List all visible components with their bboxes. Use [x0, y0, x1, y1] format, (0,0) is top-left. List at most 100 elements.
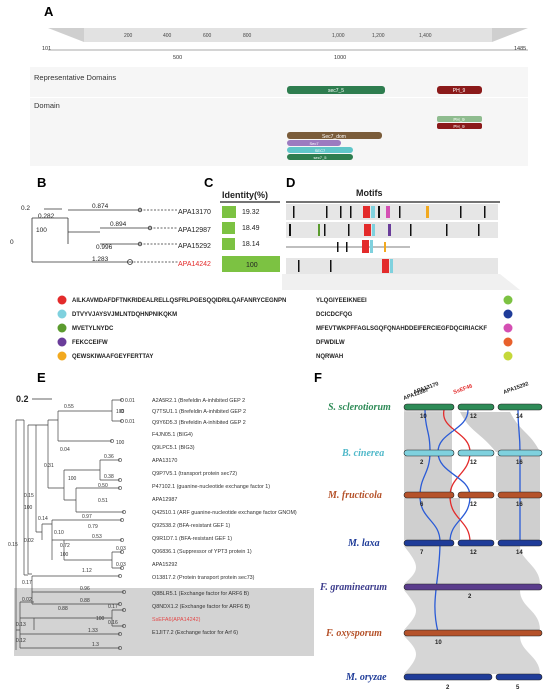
chromosome	[495, 673, 543, 681]
branch-value: 0.51	[98, 498, 108, 504]
motif-mark	[390, 259, 393, 273]
legend-swatch	[503, 295, 513, 305]
leaf-node	[120, 566, 124, 570]
branch-value: 100	[68, 476, 77, 482]
branch-value: 0.03	[116, 546, 126, 552]
motif-mark	[446, 224, 448, 236]
taxon-label: APA13170	[152, 458, 177, 464]
taxon-label-highlight: APA14242	[178, 261, 211, 268]
ruler-tick: 200	[124, 33, 133, 39]
species-label: S. sclerotiorum	[328, 402, 391, 413]
motif-mark	[372, 224, 375, 236]
domain-sec7-b	[287, 154, 353, 160]
tree-branches-big	[27, 399, 122, 574]
motif-mark	[426, 206, 429, 218]
motif-mark	[410, 224, 412, 236]
panel-e-tree	[15, 399, 124, 650]
tree-branches-sup	[28, 573, 124, 605]
panel-f-label: F	[314, 370, 322, 385]
motif-mark	[318, 224, 320, 236]
legend-swatch	[57, 323, 67, 333]
leaf-node	[120, 409, 124, 413]
branch-value: 0.01	[125, 398, 135, 404]
leaf-node	[120, 419, 124, 423]
domain-label: sec7_5	[314, 155, 328, 160]
panel-e-label: E	[37, 370, 46, 385]
domain-sec7-dom	[287, 132, 382, 139]
motif-mark	[350, 206, 352, 218]
leaf-node	[118, 478, 122, 482]
chromosome	[403, 539, 455, 547]
species-label: F. graminearum	[319, 582, 387, 593]
panel-c-label: C	[204, 175, 214, 190]
branch-value: 0.03	[116, 562, 126, 568]
taxon-label: Q8NDX1.2 (Exchange factor for ARF6 B)	[152, 604, 250, 610]
legend-motif: YLQGIYEEIKNEEI	[316, 298, 367, 304]
taxon-label: Q9P7V5.1 (transport protein sec72)	[152, 471, 237, 477]
ribbon	[404, 498, 460, 540]
branch-value: 100	[60, 552, 69, 558]
branch-value: 0.16	[108, 620, 118, 626]
taxon-label: A2A5R2.1 (Brefeldin A-inhibited GEP 2	[152, 398, 245, 404]
motif-tracks	[286, 204, 498, 274]
scale-end: 1485	[514, 46, 526, 52]
tree-branches-mid	[48, 459, 124, 513]
domain-sec7-small	[287, 140, 341, 146]
branch-value: 0.88	[80, 598, 90, 604]
ruler-tick: 1,200	[372, 33, 385, 39]
chr-num: 5	[516, 685, 520, 691]
domain-ph-1	[437, 116, 482, 122]
ruler-right-cap	[492, 28, 528, 42]
scale-label: 0.2	[16, 394, 29, 404]
leaf-node	[137, 241, 143, 247]
panel-a-ruler: 200 400 600 800 1,000 1,200 1,400 101 14…	[42, 28, 528, 61]
synteny-line-blue	[437, 409, 471, 543]
chromosome	[403, 629, 543, 637]
taxon-label: Q42510.1 (ARF guanine-nucleotide exchang…	[152, 510, 297, 516]
taxon-label: APA13170	[178, 209, 211, 216]
taxon-label: P47102.1 (guanine-nucleotide exchange fa…	[152, 484, 270, 490]
taxon-label: Q8BLR5.1 (Exchange factor for ARF6 B)	[152, 591, 249, 597]
ruler-left-cap	[48, 28, 84, 42]
taxon-label: Q9Y6D5.3 (Brefeldin A-inhibited GEP 2	[152, 420, 246, 426]
identity-value: 18.14	[242, 241, 260, 248]
ribbon	[496, 456, 540, 492]
chromosome	[497, 539, 543, 547]
scale-tick: 1000	[334, 55, 346, 61]
synteny-line-blue	[419, 409, 441, 633]
species-label: M. oryzae	[345, 672, 387, 683]
panel-a-label: A	[44, 4, 54, 19]
leaf-node	[122, 510, 126, 514]
leaf-node	[122, 608, 126, 612]
identity-bar	[222, 256, 280, 272]
branch-value: 0.14	[38, 516, 48, 522]
chr-num: 12	[470, 414, 477, 420]
legend-swatch	[503, 351, 513, 361]
motif-mark	[378, 206, 380, 218]
motif-mark	[324, 224, 326, 236]
domain-ph-rep	[437, 86, 482, 94]
branch-value: 0.97	[82, 514, 92, 520]
chr-num: 16	[516, 460, 523, 466]
branch-value: 0.282	[38, 213, 55, 220]
leaf-node	[118, 486, 122, 490]
leaf-node	[118, 602, 122, 606]
legend-motif: DTVYVJAYSVJMLNTDQHNPNIKQKM	[72, 312, 177, 318]
motif-mark	[484, 206, 486, 218]
legend-swatch	[57, 337, 67, 347]
leaf-node	[118, 458, 122, 462]
branch-value: 1.33	[88, 628, 98, 634]
branch-value: 0.12	[16, 638, 26, 644]
branch-value: 0.31	[44, 463, 54, 469]
branch-value: 0.996	[96, 244, 113, 251]
leaf-node	[110, 439, 114, 443]
panel-b-label: B	[37, 175, 46, 190]
chromosome	[497, 449, 543, 457]
domain-label: Sec7_dom	[322, 134, 346, 140]
leaf-node	[120, 550, 124, 554]
chr-num: 10	[435, 640, 442, 646]
branch-value: 0.894	[110, 221, 127, 228]
domain-label: SEC7	[315, 148, 326, 153]
identity-value: 100	[246, 262, 258, 269]
panel-a-tracks: Representative Domains sec7_5 PH_9 Domai…	[30, 67, 528, 166]
